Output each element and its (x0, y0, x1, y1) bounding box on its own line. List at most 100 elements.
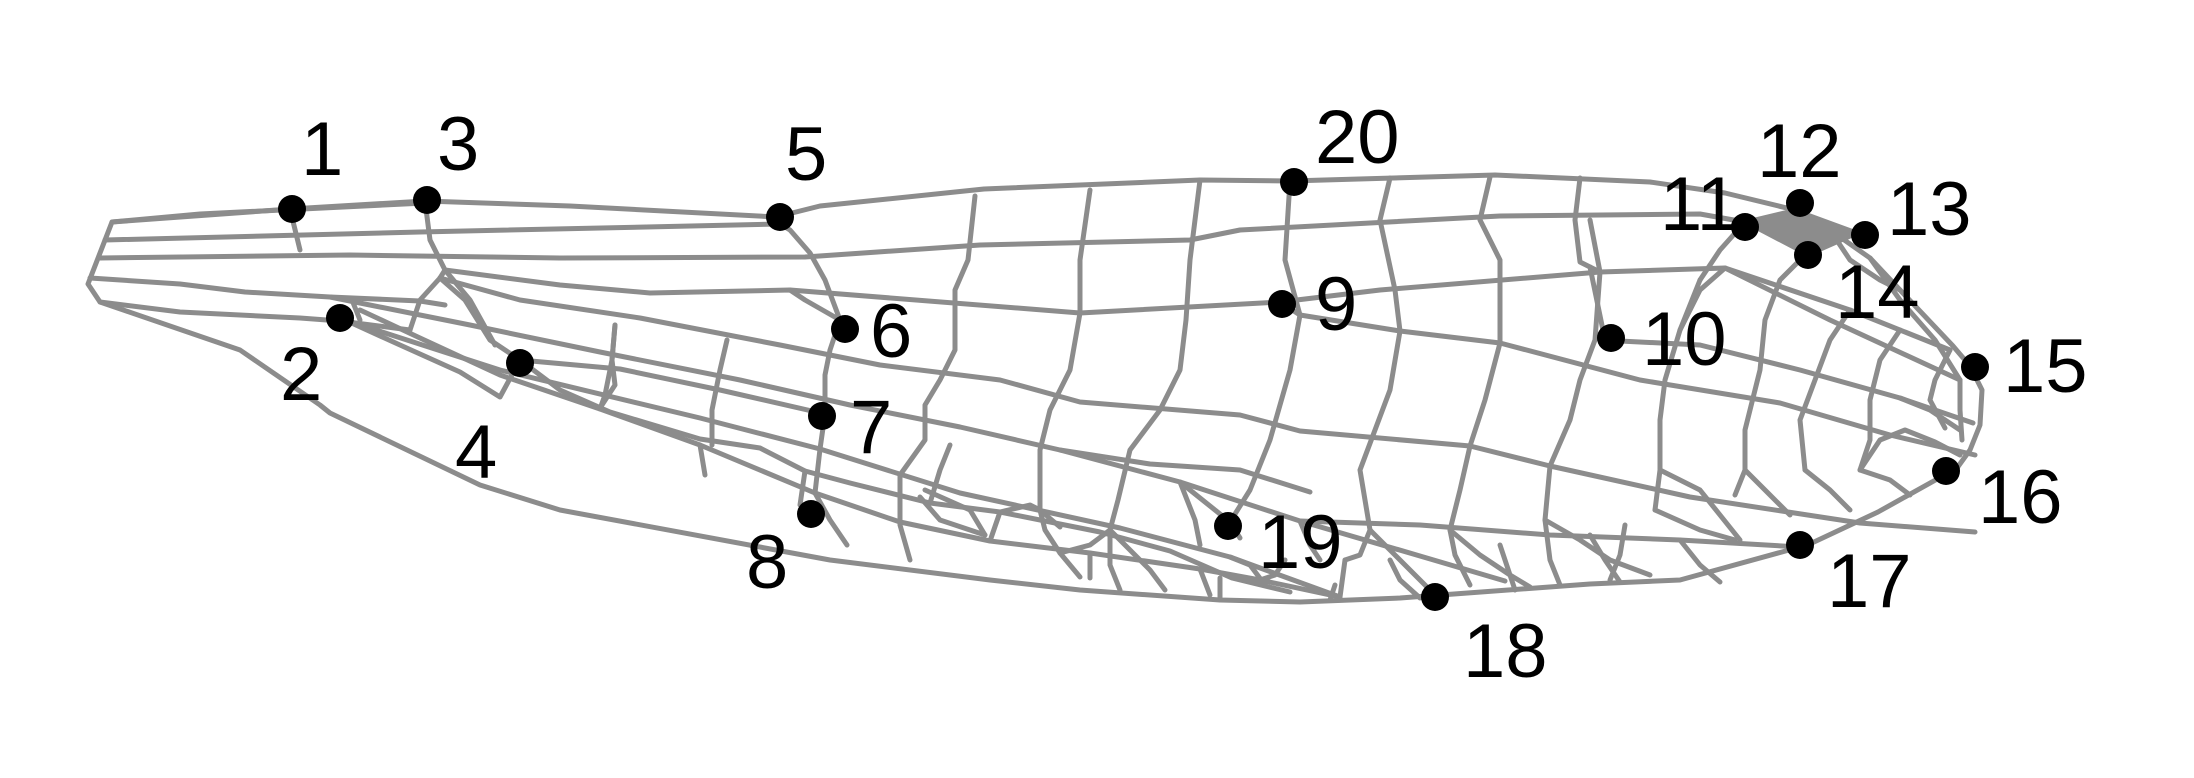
cross-vein (1037, 187, 1093, 580)
base-vein-2 (102, 221, 783, 243)
vein-a3 (357, 307, 1343, 600)
wing-outline-costa (85, 172, 1985, 605)
landmark-9-label: 9 (1315, 262, 1357, 347)
cross-vein (1652, 507, 1738, 543)
landmark-11-label: 11 (1660, 162, 1739, 247)
landmark-3-dot (413, 186, 441, 214)
cross-vein (1037, 507, 1063, 530)
cross-vein (1897, 395, 1963, 433)
landmark-6-dot (831, 315, 859, 343)
landmark-6: 6 (831, 289, 912, 374)
landmark-3-label: 3 (437, 102, 479, 187)
cross-vein (1542, 175, 1603, 523)
landmark-15: 15 (1961, 324, 2088, 409)
landmark-20-dot (1280, 168, 1308, 196)
landmark-9-dot (1268, 290, 1296, 318)
cross-vein (1857, 467, 1913, 498)
landmark-7: 7 (808, 385, 892, 470)
landmark-18: 18 (1421, 583, 1548, 694)
cross-vein (1107, 177, 1203, 593)
cross-vein (1227, 312, 1303, 525)
cross-vein (1282, 178, 1303, 318)
landmark-13: 13 (1851, 167, 1972, 252)
cross-vein (1447, 174, 1503, 533)
landmark-10-label: 10 (1642, 297, 1727, 382)
cross-vein (987, 509, 1003, 544)
cross-vein (1177, 479, 1203, 548)
landmark-17-dot (1786, 531, 1814, 559)
cross-vein (1357, 175, 1403, 533)
cross-vein (1057, 527, 1113, 556)
landmark-16: 16 (1932, 455, 2063, 540)
radial-branch-6 (1057, 447, 1313, 495)
landmark-15-dot (1961, 353, 1989, 381)
landmark-2-dot (326, 304, 354, 332)
landmark-19-dot (1214, 512, 1242, 540)
cross-vein (1342, 527, 1373, 563)
landmark-18-dot (1421, 583, 1449, 611)
landmark-20-label: 20 (1315, 95, 1400, 180)
landmark-20: 20 (1280, 95, 1400, 196)
landmark-18-label: 18 (1463, 609, 1548, 694)
landmark-16-label: 16 (1978, 455, 2063, 540)
landmarks: 1 2 3 4 5 6 7 8 (278, 95, 2088, 694)
cross-vein (997, 502, 1043, 515)
landmark-4-label: 4 (455, 410, 497, 495)
vein-a4 (342, 317, 523, 400)
cross-vein (1657, 467, 1743, 543)
landmark-15-label: 15 (2003, 324, 2088, 409)
landmark-3: 3 (413, 102, 479, 214)
landmark-17: 17 (1786, 531, 1912, 624)
cross-vein (1732, 247, 1813, 498)
cross-vein (1542, 517, 1653, 578)
cross-vein (422, 198, 448, 281)
landmark-7-dot (808, 402, 836, 430)
landmark-19-label: 19 (1258, 500, 1343, 585)
landmark-17-label: 17 (1827, 539, 1912, 624)
cross-vein (597, 322, 618, 411)
landmark-13-dot (1851, 221, 1879, 249)
landmark-10-dot (1597, 324, 1625, 352)
landmark-8: 8 (746, 500, 825, 605)
landmark-2-label: 2 (280, 332, 322, 417)
cross-vein (917, 494, 988, 538)
cross-vein (1197, 566, 1213, 598)
cross-vein (1447, 527, 1533, 590)
landmark-4-dot (506, 349, 534, 377)
cross-vein (1327, 582, 1338, 603)
landmark-1-label: 1 (301, 107, 343, 192)
base-vein-1 (109, 200, 428, 225)
cross-vein (1857, 327, 1903, 473)
radial-branch-5 (1297, 518, 1803, 550)
radial-branch-4 (1722, 265, 1963, 383)
landmark-16-dot (1932, 457, 1960, 485)
base-vein-4 (87, 275, 448, 308)
cross-vein (1587, 532, 1623, 585)
landmark-6-label: 6 (870, 289, 912, 374)
cross-vein (709, 337, 730, 448)
landmark-14-label: 14 (1835, 250, 1920, 335)
cross-vein (407, 275, 443, 333)
cross-vein (1677, 537, 1723, 585)
cross-veins (287, 174, 1965, 603)
cross-vein (437, 275, 523, 363)
landmark-4: 4 (455, 349, 534, 495)
landmark-8-dot (797, 500, 825, 528)
cross-vein (1677, 277, 1703, 333)
landmark-12-dot (1786, 189, 1814, 217)
landmark-5-label: 5 (785, 112, 827, 197)
cross-vein (812, 317, 850, 548)
landmark-1: 1 (278, 107, 343, 223)
cross-vein (797, 468, 808, 508)
cross-vein (1587, 217, 1603, 275)
cross-vein (787, 287, 843, 323)
cross-vein (1542, 517, 1563, 588)
radius-sector (437, 275, 1978, 535)
cross-vein (1107, 527, 1168, 593)
cross-vein (1257, 557, 1288, 583)
cross-vein (1497, 542, 1518, 593)
vein-a1 (517, 357, 828, 417)
landmark-14: 14 (1794, 241, 1920, 335)
landmark-2: 2 (280, 304, 354, 417)
landmark-1-dot (278, 195, 306, 223)
